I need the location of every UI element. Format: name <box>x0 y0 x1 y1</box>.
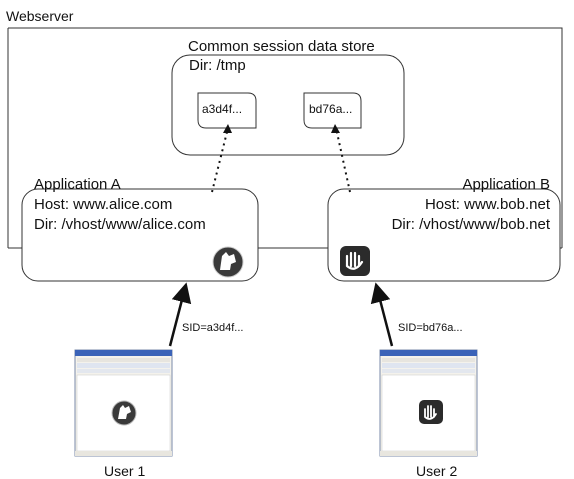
application-a-host: Host: www.alice.com <box>34 196 173 213</box>
sid-arrow-user1 <box>168 282 192 347</box>
dotted-arrowhead-b <box>331 124 340 133</box>
dotted-link-b <box>335 127 351 193</box>
application-b-host: Host: www.bob.net <box>424 196 550 213</box>
wolf-head-logo-icon <box>212 246 244 278</box>
dotted-arrowhead-a <box>223 124 232 133</box>
dotted-link-a <box>211 127 229 193</box>
user1-browser-thumbnail <box>74 349 173 457</box>
session-file-a <box>197 92 257 129</box>
sid-arrow-user2 <box>370 282 394 347</box>
application-a-box <box>21 188 259 282</box>
user2-label: User 2 <box>416 463 458 479</box>
session-store-dir: Dir: /tmp <box>189 57 246 74</box>
sid-label-user1: SID=a3d4f... <box>182 322 244 334</box>
webserver-label: Webserver <box>6 8 74 24</box>
application-a-dir: Dir: /vhost/www/alice.com <box>34 216 206 233</box>
session-file-b-label: bd76a... <box>309 102 353 116</box>
sid-label-user2: SID=bd76a... <box>398 322 463 334</box>
application-b-title: Application B <box>462 176 550 193</box>
session-file-a-label: a3d4f... <box>202 102 243 116</box>
session-store-title: Common session data store <box>188 38 375 55</box>
application-b-box <box>327 188 561 282</box>
user1-label: User 1 <box>104 463 146 479</box>
application-b-dir: Dir: /vhost/www/bob.net <box>391 216 550 233</box>
webserver-boundary <box>7 27 563 248</box>
application-a-title: Application A <box>34 176 121 193</box>
user2-browser-thumbnail <box>379 349 478 457</box>
hand-logo-icon <box>340 246 370 276</box>
session-file-b <box>303 92 362 129</box>
